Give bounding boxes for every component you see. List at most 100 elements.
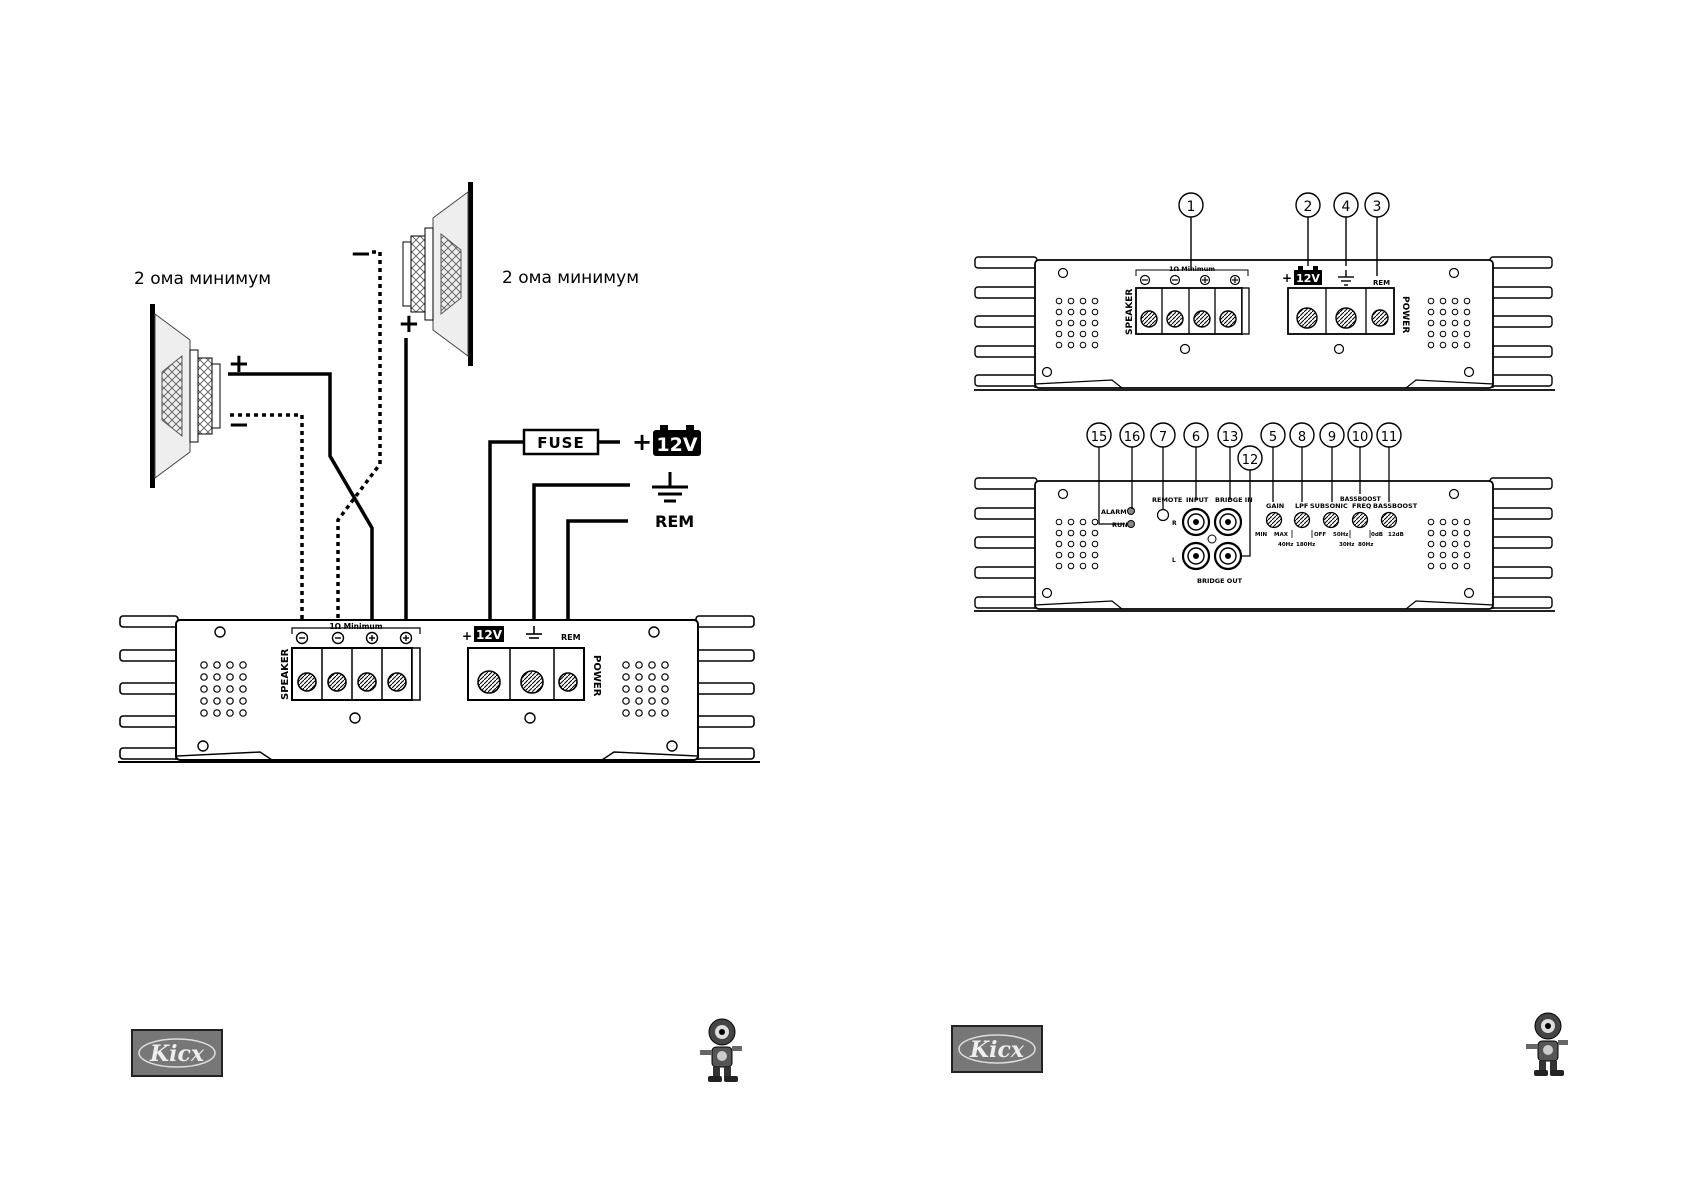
top-amp-minimum-label: 1Ω Minimum — [1169, 265, 1215, 273]
speaker-wires — [228, 250, 408, 636]
bassboost-label: BASSBOOST — [1373, 502, 1418, 510]
lpf-min-label: 40Hz — [1278, 542, 1293, 548]
kicx-logo-text: Kicx — [149, 1041, 205, 1067]
alarm-led-icon — [1127, 507, 1135, 515]
callout-5: 5 — [1269, 430, 1277, 445]
power-terminal-block — [467, 647, 585, 701]
right-page-panel-diagram: 1Ω Minimum SPEAKER + — [951, 192, 1568, 1076]
callout-15: 15 — [1091, 430, 1108, 445]
left-speaker-minus-mark: − — [228, 410, 250, 440]
right-speaker-plus-mark: + — [398, 309, 420, 339]
callout-6: 6 — [1192, 430, 1200, 445]
input-r-label: R — [1172, 520, 1177, 527]
top-amp-battery-label: 12V — [1296, 272, 1320, 285]
speaker-left-impedance-label: 2 ома минимум — [134, 269, 271, 289]
power-wires — [488, 440, 630, 636]
freq-max-label: 80Hz — [1358, 542, 1373, 548]
run-led-icon — [1127, 520, 1135, 528]
top-amp-battery-plus: + — [1282, 271, 1292, 285]
amp-battery-plus-mark: + — [462, 629, 472, 643]
left-speaker-plus-mark: + — [228, 349, 250, 379]
callout-9: 9 — [1328, 430, 1336, 445]
bridge-in-label: BRIDGE IN — [1215, 496, 1253, 504]
battery-plus-mark: + — [632, 428, 652, 456]
rem-terminal-label: REM — [655, 512, 694, 531]
vent-holes-left — [200, 661, 247, 717]
callout-1: 1 — [1187, 199, 1196, 215]
left-speaker — [150, 304, 221, 488]
left-footer-logo: Kicx — [131, 1029, 223, 1077]
lpf-max-label: 180Hz — [1296, 542, 1315, 548]
bottom-amp-callout-lines — [1098, 447, 1390, 557]
vent-holes-right — [622, 661, 669, 717]
gain-max-label: MAX — [1274, 532, 1289, 538]
run-label: RUN — [1112, 521, 1128, 529]
callout-12: 12 — [1242, 453, 1259, 468]
left-footer-mascot-icon — [700, 1018, 742, 1082]
remote-jack-icon — [1156, 508, 1170, 522]
top-amp-power-label: POWER — [1400, 296, 1410, 333]
speaker-terminal-polarity-icons — [295, 631, 413, 645]
freq-label: FREQ — [1352, 502, 1372, 510]
amp-power-label: POWER — [591, 655, 602, 697]
gain-label: GAIN — [1266, 502, 1284, 510]
callout-3: 3 — [1373, 199, 1382, 215]
lpf-label: LPF — [1295, 502, 1308, 510]
amplifier-power-side: 1Ω Minimum SPEAKER + — [974, 192, 1555, 391]
bassboost-max-label: 12dB — [1388, 532, 1404, 538]
callout-16: 16 — [1124, 430, 1141, 445]
amp-speaker-label: SPEAKER — [280, 648, 291, 700]
heatsink-fins-left — [119, 615, 179, 760]
callout-8: 8 — [1298, 430, 1306, 445]
amp-battery-label: 12V — [476, 628, 503, 642]
alarm-label: ALARM — [1101, 508, 1127, 516]
ground-symbol — [652, 472, 688, 503]
remote-label: REMOTE — [1152, 496, 1182, 504]
battery-symbol: + 12V — [632, 425, 701, 456]
amp-minimum-label: 1Ω Minimum — [329, 622, 382, 631]
right-speaker-minus-mark: − — [350, 239, 372, 269]
callout-11: 11 — [1381, 430, 1398, 445]
fuse-label: FUSE — [537, 434, 584, 452]
input-label: INPUT — [1186, 496, 1209, 504]
subsonic-off-label: OFF — [1314, 532, 1326, 538]
amp-rem-label: REM — [561, 633, 581, 642]
kicx-logo-text-right: Kicx — [969, 1037, 1025, 1063]
bottom-amp-vent-right — [1427, 518, 1471, 570]
subsonic-label: SUBSONIC — [1310, 502, 1348, 510]
top-amp-rem-label: REM — [1373, 279, 1390, 287]
speaker-right-impedance-label: 2 ома минимум — [502, 268, 639, 288]
top-amp-vent-right — [1427, 297, 1471, 349]
left-page-wiring-diagram: 2 ома минимум 2 ома минимум + − − + FUSE… — [118, 182, 760, 1082]
top-amp-vent-left — [1055, 297, 1099, 349]
callout-10: 10 — [1352, 430, 1369, 445]
top-amp-callouts — [1178, 192, 1390, 276]
fuse: FUSE — [522, 428, 600, 456]
rca-jacks — [1181, 507, 1243, 571]
bassboost-min-label: 0dB — [1371, 532, 1383, 538]
top-amp-speaker-label: SPEAKER — [1125, 289, 1135, 335]
gain-min-label: MIN — [1255, 532, 1268, 538]
bridge-out-label: BRIDGE OUT — [1197, 577, 1243, 585]
callout-13: 13 — [1222, 430, 1239, 445]
amplifier-control-side: ALARM RUN REMOTE INPUT BRIDGE IN R L BRI… — [974, 422, 1555, 612]
callout-2: 2 — [1304, 199, 1313, 215]
speaker-terminal-block — [291, 647, 421, 701]
control-knobs — [1265, 511, 1398, 529]
freq-min-label: 30Hz — [1339, 542, 1354, 548]
input-l-label: L — [1172, 557, 1176, 564]
callout-7: 7 — [1159, 430, 1167, 445]
right-footer-mascot-icon — [1526, 1012, 1568, 1076]
right-speaker — [402, 182, 473, 366]
amplifier-top-view: 1Ω Minimum SPEAKER + — [118, 615, 760, 763]
callout-4: 4 — [1342, 199, 1351, 215]
bottom-amp-callouts — [1086, 422, 1402, 471]
subsonic-max-label: 50Hz — [1333, 532, 1348, 538]
bottom-amp-vent-left — [1055, 518, 1099, 570]
battery-label: 12V — [656, 434, 697, 456]
top-amp-speaker-terminals — [1135, 287, 1250, 335]
bassboost-freq-top-label: BASSBOOST — [1340, 496, 1382, 503]
heatsink-fins-right — [695, 615, 755, 760]
top-amp-power-terminals — [1287, 287, 1395, 335]
